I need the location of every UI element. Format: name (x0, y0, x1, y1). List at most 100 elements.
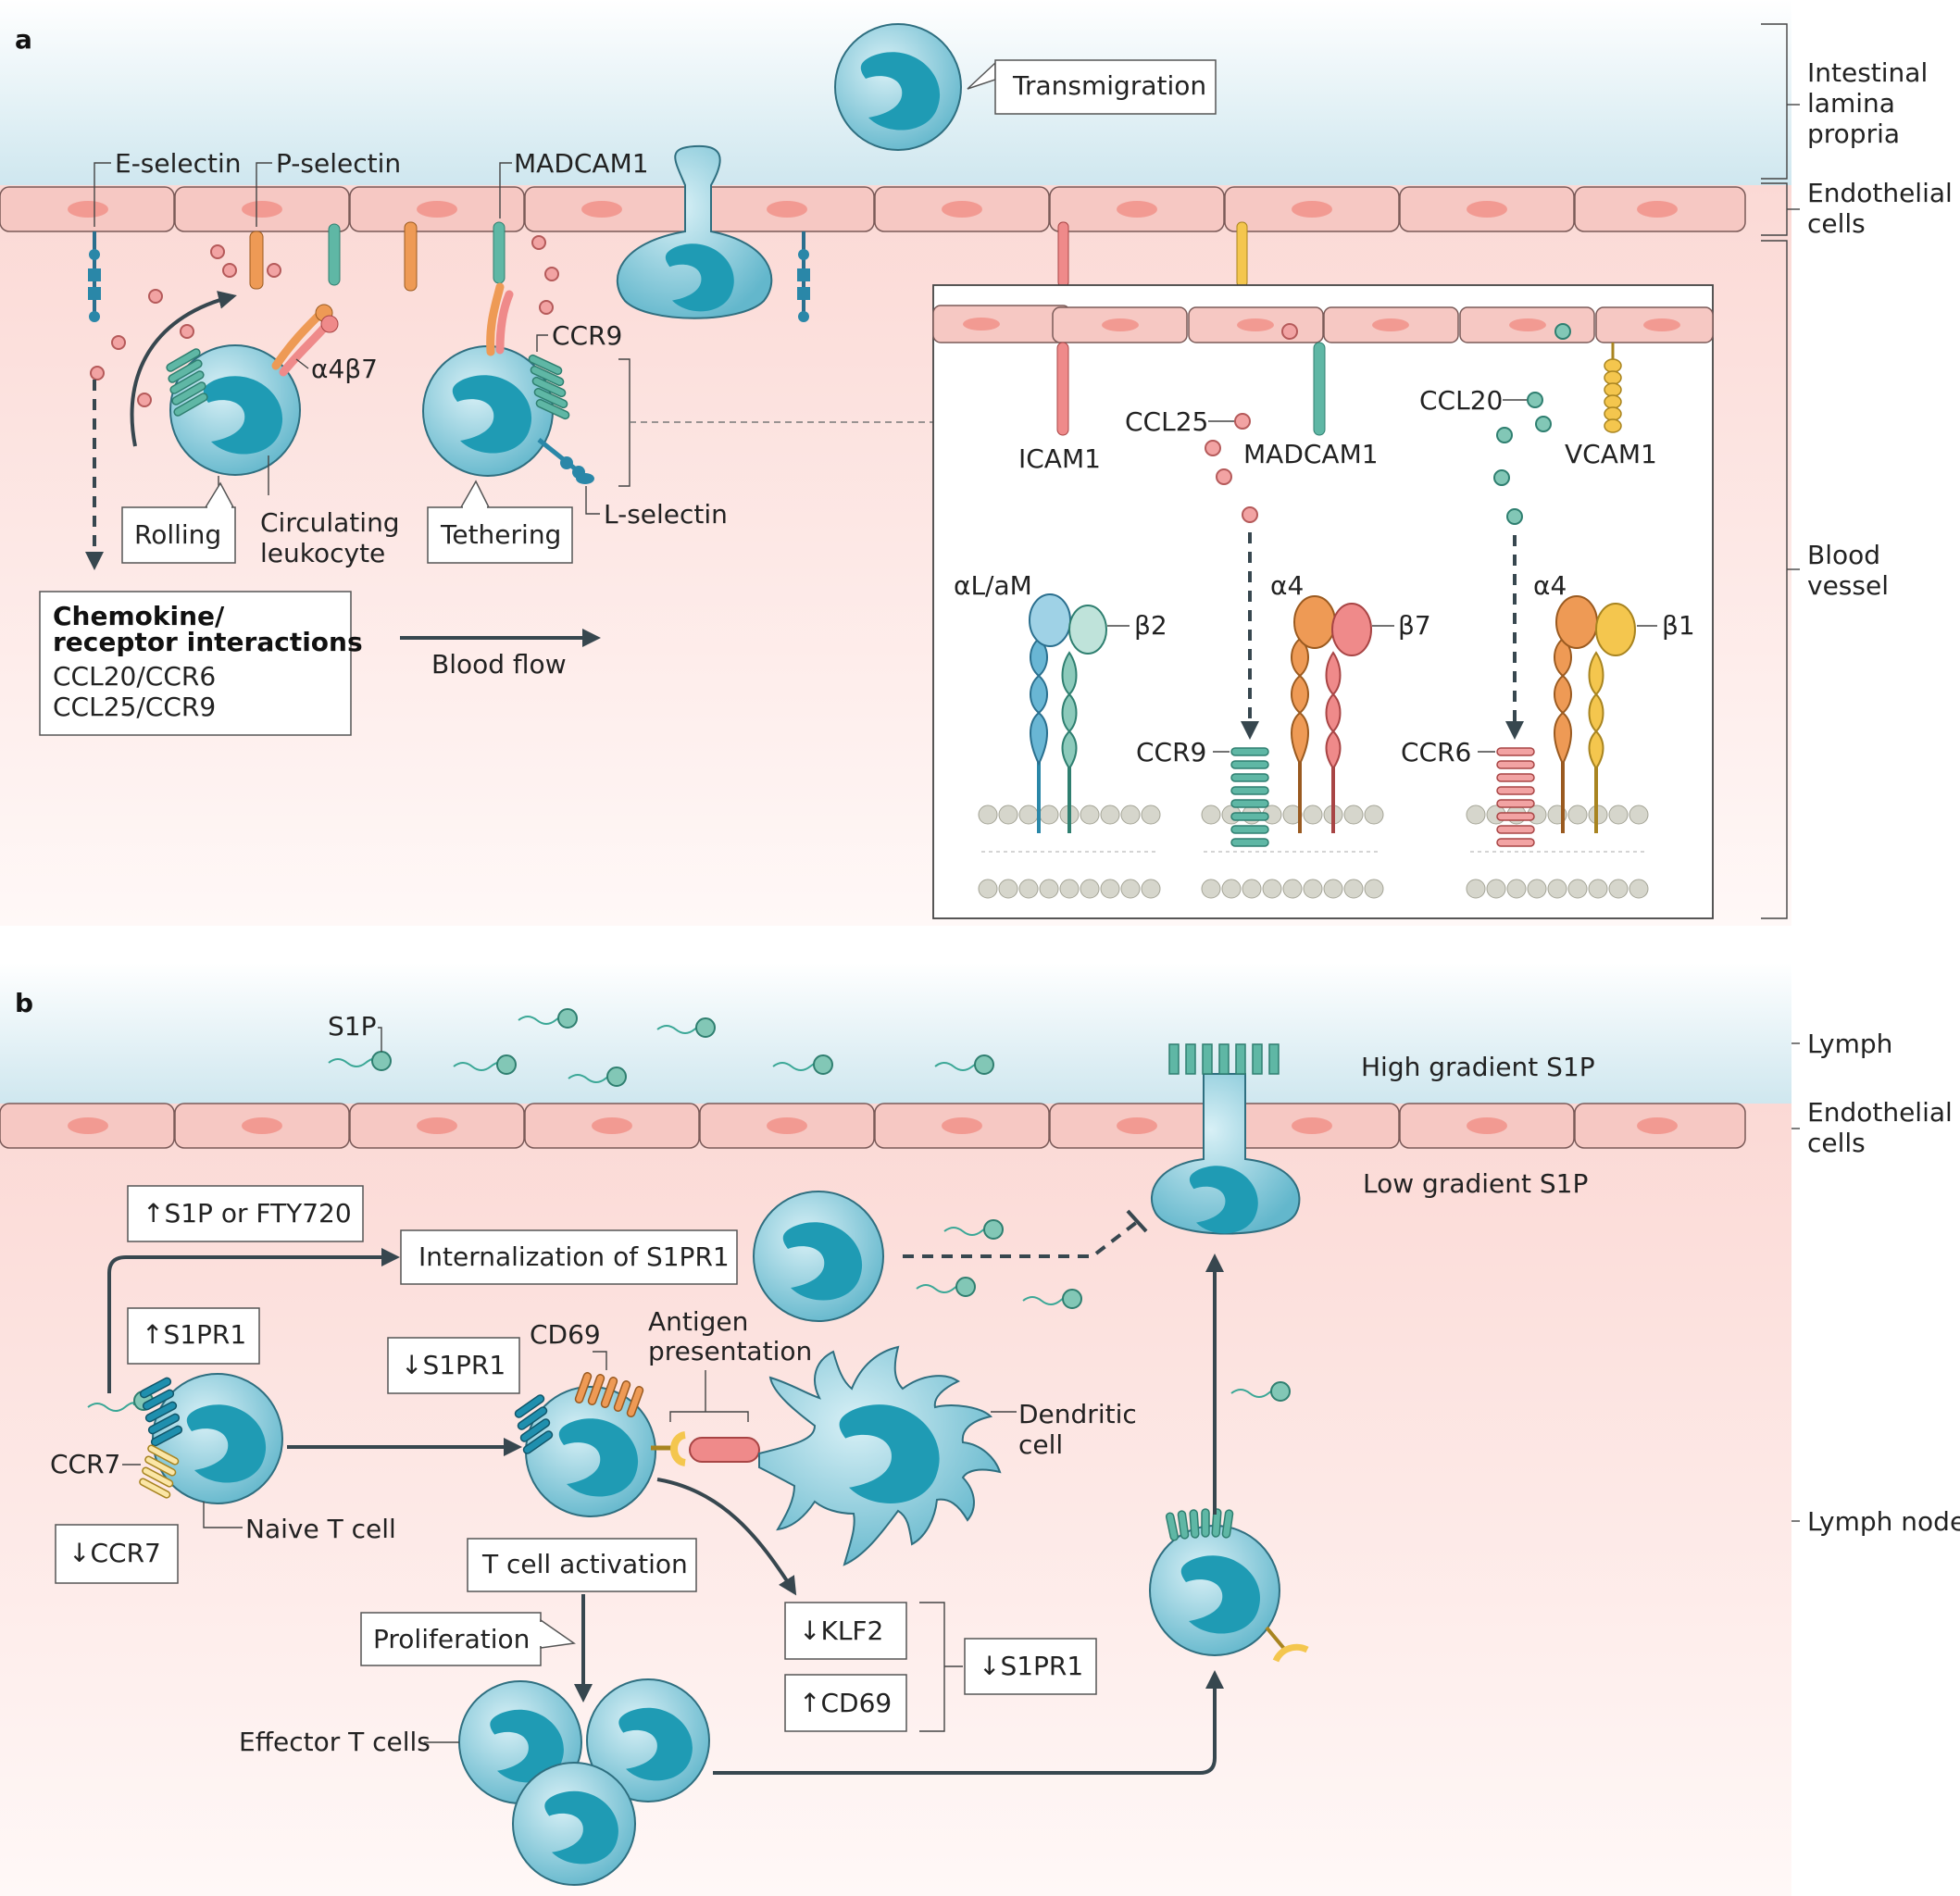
label-blood-2: vessel (1807, 570, 1889, 601)
ccr6-inset-label: CCR6 (1401, 737, 1471, 767)
alam-label: αL/aM (954, 570, 1032, 601)
internalization-arrow (107, 1248, 400, 1393)
svg-text:Antigen: Antigen (648, 1306, 748, 1337)
a4-label-1: α4 (1270, 570, 1304, 601)
p-selectin-label: P-selectin (256, 148, 401, 227)
svg-text:leukocyte: leukocyte (260, 538, 385, 568)
svg-text:presentation: presentation (648, 1336, 812, 1366)
dendritic-cell (758, 1345, 1002, 1566)
svg-text:L-selectin: L-selectin (604, 499, 728, 530)
effector-t-cells-label: Effector T cells (239, 1727, 459, 1757)
svg-text:↓KLF2: ↓KLF2 (799, 1615, 883, 1646)
antigen-presentation-label: Antigen presentation (648, 1306, 812, 1422)
s1p-heads (133, 1008, 1291, 1411)
label-lamina-1: Intestinal (1807, 57, 1928, 88)
transmigration-callout: Transmigration (967, 59, 1217, 115)
l-selectin-label: L-selectin (585, 486, 728, 530)
egressing-cell (1151, 1043, 1301, 1235)
svg-text:cell: cell (1018, 1429, 1063, 1460)
svg-text:Tethering: Tethering (440, 519, 561, 550)
internalization-box: Internalization of S1PR1 (400, 1229, 738, 1285)
label-endo-b-2: cells (1807, 1128, 1866, 1158)
svg-text:CD69: CD69 (530, 1319, 601, 1350)
svg-text:Transmigration: Transmigration (1012, 70, 1206, 101)
cd69-label: CD69 (530, 1319, 607, 1370)
svg-text:Effector T cells: Effector T cells (239, 1727, 431, 1757)
svg-text:CCL25/CCR9: CCL25/CCR9 (53, 692, 216, 722)
ccl25-label: CCL25 (1125, 406, 1208, 437)
a4-label-2: α4 (1533, 570, 1567, 601)
transmigrated-cell (834, 23, 962, 151)
label-lymph: Lymph (1807, 1029, 1892, 1059)
b7-label: β7 (1398, 610, 1431, 641)
svg-text:Internalization of S1PR1: Internalization of S1PR1 (418, 1241, 730, 1272)
dendritic-cell-label: Dendritic cell (991, 1399, 1137, 1460)
endothelium-a (0, 186, 1746, 232)
ccl20-label: CCL20 (1419, 385, 1503, 416)
svg-text:CCL20/CCR6: CCL20/CCR6 (53, 661, 216, 692)
ccr7-label: CCR7 (50, 1449, 141, 1479)
svg-text:T cell activation: T cell activation (481, 1549, 688, 1579)
panel-b-label: b (15, 988, 33, 1018)
svg-text:Dendritic: Dendritic (1018, 1399, 1137, 1429)
tethering-leukocyte (422, 282, 594, 484)
vcam1-molecule-endo (1236, 221, 1248, 288)
up-cd69-box: ↑CD69 (784, 1674, 907, 1732)
svg-text:S1P: S1P (328, 1011, 376, 1042)
svg-text:MADCAM1: MADCAM1 (514, 148, 649, 179)
down-ccr7-box: ↓CCR7 (55, 1524, 179, 1584)
svg-text:↑S1P or FTY720: ↑S1P or FTY720 (143, 1198, 352, 1229)
label-endo-a-2: cells (1807, 208, 1866, 239)
svg-text:α4β7: α4β7 (311, 354, 378, 384)
label-lamina-3: propria (1807, 118, 1900, 149)
p-selectin-molecule (249, 231, 264, 290)
b1-label: β1 (1662, 610, 1695, 641)
icam1-molecule-endo (1057, 221, 1069, 288)
svg-text:↑CD69: ↑CD69 (799, 1688, 892, 1718)
effector-exit-arrow (713, 1670, 1224, 1775)
svg-text:Proliferation: Proliferation (373, 1624, 530, 1654)
madcam1-molecule-endo (328, 223, 341, 286)
migrating-cell (616, 144, 773, 319)
madcam1-label: MADCAM1 (1243, 439, 1379, 469)
svg-text:↓S1PR1: ↓S1PR1 (401, 1350, 506, 1380)
low-gradient-label: Low gradient S1P (1363, 1168, 1588, 1199)
e-selectin-molecule-2 (797, 231, 810, 322)
inhibition-line (903, 1220, 1139, 1258)
tethering-callout: Tethering (427, 480, 573, 564)
svg-text:↓CCR7: ↓CCR7 (69, 1538, 161, 1568)
down-s1pr1-box: ↓S1PR1 (387, 1337, 520, 1394)
svg-text:Blood flow: Blood flow (431, 649, 567, 680)
svg-text:↑S1PR1: ↑S1PR1 (142, 1319, 246, 1350)
klf2-arrow (656, 1478, 797, 1596)
rolling-arrow (130, 291, 237, 447)
naive-t-cell (139, 1373, 283, 1504)
svg-text:Circulating: Circulating (260, 507, 400, 538)
ccr9-label-top: CCR9 (536, 320, 622, 352)
svg-text:CCR9: CCR9 (552, 320, 622, 351)
svg-text:P-selectin: P-selectin (276, 148, 401, 179)
label-lamina-2: lamina (1807, 88, 1895, 118)
label-endo-b-1: Endothelial (1807, 1097, 1953, 1128)
t-cell-activation-box: T cell activation (467, 1538, 697, 1592)
down-s1pr1-box-2: ↓S1PR1 (964, 1638, 1097, 1695)
a4b7-label: α4β7 (295, 354, 378, 384)
svg-text:CCR7: CCR7 (50, 1449, 120, 1479)
effector-t-cells (458, 1678, 710, 1886)
svg-text:Naive T cell: Naive T cell (245, 1514, 396, 1544)
svg-text:Rolling: Rolling (134, 519, 221, 550)
p-selectin-molecule-2 (404, 221, 418, 292)
svg-text:E-selectin: E-selectin (115, 148, 242, 179)
chemokine-interactions-box: Chemokine/ receptor interactions CCL20/C… (39, 591, 363, 736)
mhc-peptide (689, 1437, 760, 1463)
madcam1-label-top: MADCAM1 (499, 148, 649, 218)
blood-flow-indicator: Blood flow (400, 629, 601, 680)
icam1-label: ICAM1 (1018, 443, 1101, 474)
naive-t-cell-label: Naive T cell (203, 1502, 396, 1544)
label-endo-a-1: Endothelial (1807, 178, 1953, 208)
circulating-leukocyte (166, 304, 339, 476)
label-lymph-node: Lymph node (1807, 1506, 1960, 1537)
down-klf2-box: ↓KLF2 (784, 1602, 907, 1660)
circulating-leukocyte-label: Circulating leukocyte (260, 455, 400, 568)
svg-text:receptor interactions: receptor interactions (53, 627, 363, 657)
